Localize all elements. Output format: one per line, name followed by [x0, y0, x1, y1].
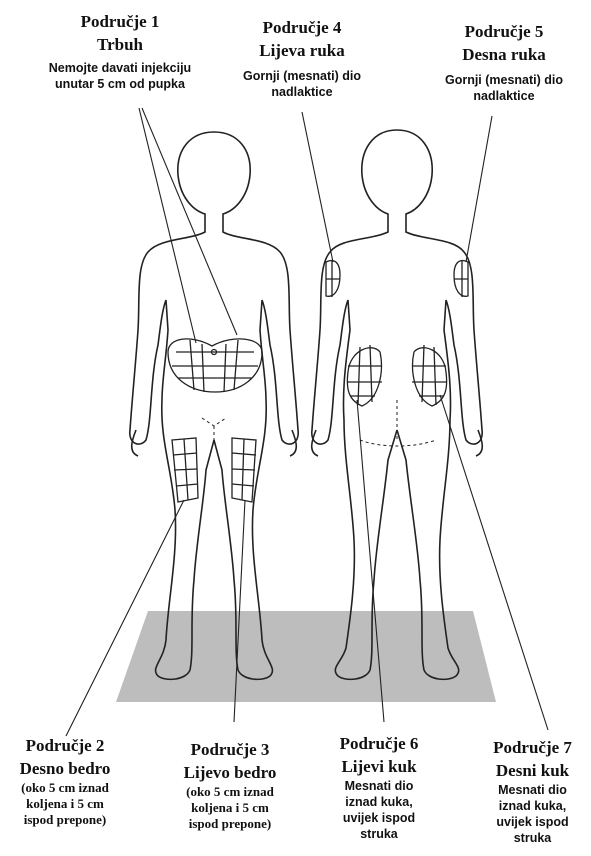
area-2-note-line-2: koljena i 5 cm: [0, 796, 130, 812]
area-2-subtitle: Desno bedro: [0, 757, 130, 780]
area-4-note-line-1: Gornji (mesnati) dio: [218, 68, 386, 84]
area-6-note-line-4: struka: [314, 826, 444, 842]
left-hip-injection-zone: [347, 345, 382, 406]
area-6-subtitle: Lijevi kuk: [314, 755, 444, 778]
area-6-note-line-2: iznad kuka,: [314, 794, 444, 810]
area-7-title: Područje 7: [474, 736, 591, 759]
area-3-note-line-1: (oko 5 cm iznad: [160, 784, 300, 800]
area-4-note-line-2: nadlaktice: [218, 84, 386, 100]
back-body-outline: [312, 130, 483, 679]
area-6-note-line-1: Mesnati dio: [314, 778, 444, 794]
left-thigh-injection-zone: [232, 438, 256, 502]
right-thigh-injection-zone: [172, 438, 198, 502]
area-7-label: Područje 7 Desni kuk Mesnati dio iznad k…: [474, 736, 591, 846]
area-7-note-line-1: Mesnati dio: [474, 782, 591, 798]
area-5-title: Područje 5: [420, 20, 588, 43]
area-7-note-line-2: iznad kuka,: [474, 798, 591, 814]
area-6-label: Područje 6 Lijevi kuk Mesnati dio iznad …: [314, 732, 444, 842]
area-1-title: Područje 1: [16, 10, 224, 33]
area-3-title: Područje 3: [160, 738, 300, 761]
area-1-label: Područje 1 Trbuh Nemojte davati injekcij…: [16, 10, 224, 92]
area-1-note-line-1: Nemojte davati injekciju: [16, 60, 224, 76]
area-3-note-line-2: koljena i 5 cm: [160, 800, 300, 816]
abdomen-injection-zone: [168, 339, 262, 392]
area-5-note-line-2: nadlaktice: [420, 88, 588, 104]
floor-mat: [116, 611, 496, 702]
area-4-label: Područje 4 Lijeva ruka Gornji (mesnati) …: [218, 16, 386, 100]
area-3-note-line-3: ispod prepone): [160, 816, 300, 832]
area-7-note-line-4: struka: [474, 830, 591, 846]
area-2-note-line-1: (oko 5 cm iznad: [0, 780, 130, 796]
area-7-subtitle: Desni kuk: [474, 759, 591, 782]
area-5-note-line-1: Gornji (mesnati) dio: [420, 72, 588, 88]
area-3-label: Područje 3 Lijevo bedro (oko 5 cm iznad …: [160, 738, 300, 832]
area-2-title: Područje 2: [0, 734, 130, 757]
area-2-note-line-3: ispod prepone): [0, 812, 130, 828]
area-1-subtitle: Trbuh: [16, 33, 224, 56]
area-6-title: Područje 6: [314, 732, 444, 755]
area-5-subtitle: Desna ruka: [420, 43, 588, 66]
right-hip-injection-zone: [412, 345, 447, 406]
area-2-label: Područje 2 Desno bedro (oko 5 cm iznad k…: [0, 734, 130, 828]
area-4-title: Područje 4: [218, 16, 386, 39]
area-7-note-line-3: uvijek ispod: [474, 814, 591, 830]
front-body-outline: [130, 132, 298, 679]
area-1-note-line-2: unutar 5 cm od pupka: [16, 76, 224, 92]
area-5-label: Područje 5 Desna ruka Gornji (mesnati) d…: [420, 20, 588, 104]
area-3-subtitle: Lijevo bedro: [160, 761, 300, 784]
right-arm-injection-zone: [454, 260, 468, 297]
left-arm-injection-zone: [326, 260, 340, 297]
area-6-note-line-3: uvijek ispod: [314, 810, 444, 826]
area-4-subtitle: Lijeva ruka: [218, 39, 386, 62]
